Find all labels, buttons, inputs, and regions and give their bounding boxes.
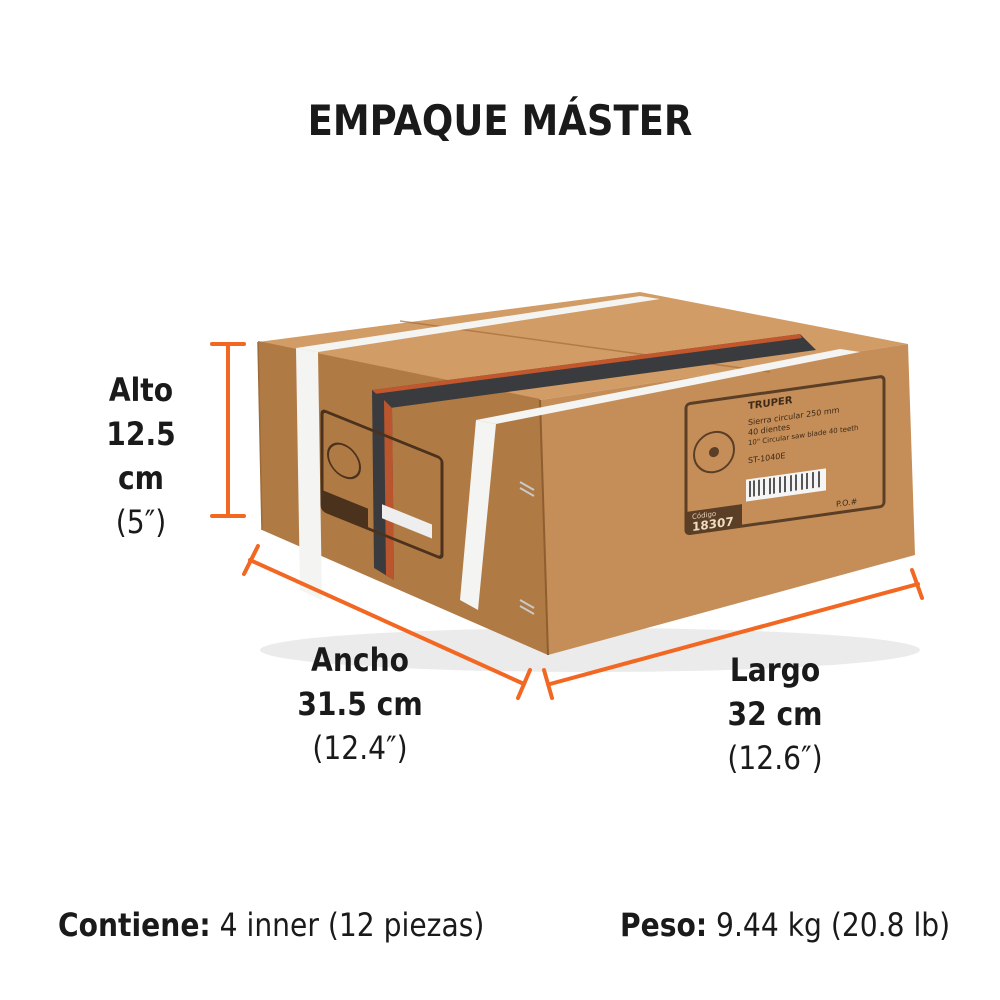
alto-imperial: (5″) xyxy=(115,503,167,541)
alto-label: Alto xyxy=(108,371,174,409)
largo-dimension: Largo 32 cm (12.6″) xyxy=(700,648,850,780)
strap-top-right xyxy=(476,349,860,424)
label-code: 18307 xyxy=(692,514,734,534)
ancho-dimension-line xyxy=(248,558,526,686)
page-title: EMPAQUE MÁSTER xyxy=(307,96,693,145)
contents-value: 4 inner (12 piezas) xyxy=(219,906,485,944)
label-code-caption: Código xyxy=(692,509,716,521)
alto-dimension: Alto 12.5 cm (5″) xyxy=(93,368,190,544)
weight-value: 9.44 kg (20.8 lb) xyxy=(716,906,951,944)
box-right-face xyxy=(540,344,915,655)
weight-label: Peso: xyxy=(620,906,708,944)
strap-side-left xyxy=(296,348,322,600)
side-label xyxy=(320,409,444,559)
barcode xyxy=(746,468,826,502)
ancho-metric: 31.5 cm xyxy=(297,685,423,723)
ancho-imperial: (12.4″) xyxy=(312,729,408,767)
contents-label: Contiene: xyxy=(58,906,211,944)
largo-label: Largo xyxy=(729,651,821,689)
ancho-dimension: Ancho 31.5 cm (12.4″) xyxy=(281,638,439,770)
strap-top-left xyxy=(296,296,660,352)
label-po: P.O.# xyxy=(836,497,858,509)
weight-info: Peso: 9.44 kg (20.8 lb) xyxy=(620,906,950,944)
contents-info: Contiene: 4 inner (12 piezas) xyxy=(58,906,484,944)
largo-imperial: (12.6″) xyxy=(727,739,823,777)
strap-side-right xyxy=(460,420,496,610)
largo-metric: 32 cm xyxy=(727,695,823,733)
saw-blade-icon xyxy=(693,430,735,474)
alto-metric: 12.5 cm xyxy=(106,415,176,497)
packing-tape xyxy=(372,334,816,408)
ancho-label: Ancho xyxy=(311,641,409,679)
largo-dimension-line xyxy=(548,582,920,686)
